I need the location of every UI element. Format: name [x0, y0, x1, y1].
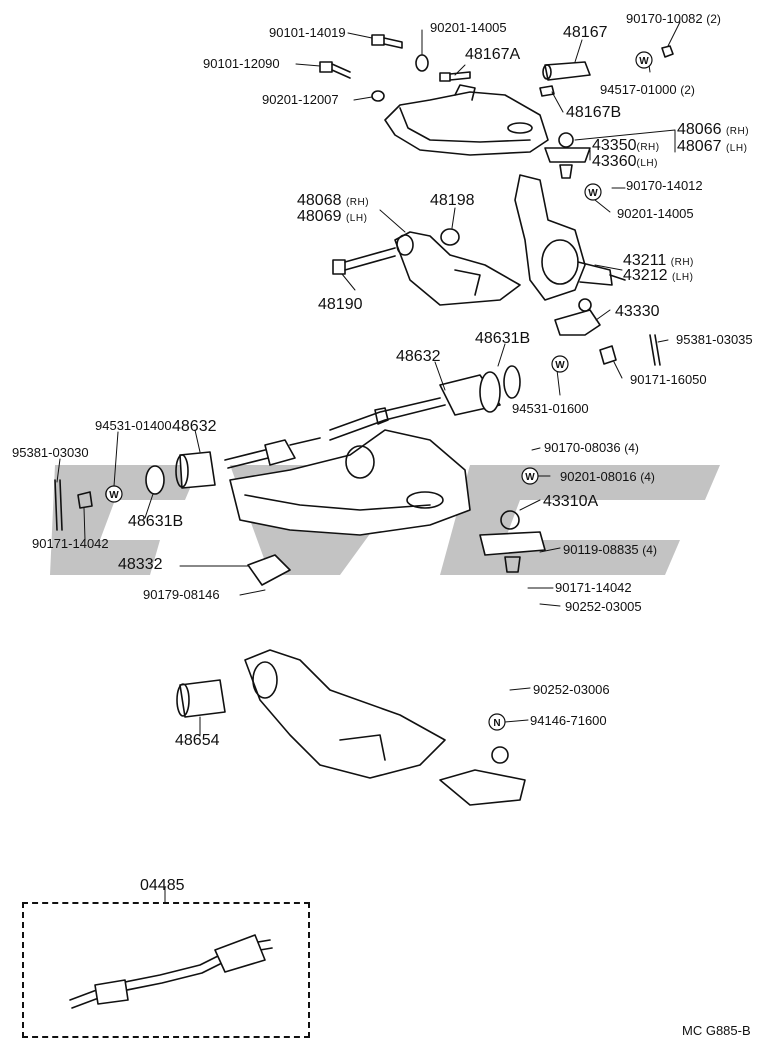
label-43360: 43360(LH) [592, 153, 658, 170]
washer-glyph: W [588, 188, 598, 199]
lower-ball-joint-43310A-shape [479, 510, 546, 573]
bolt-48167A-shape [439, 71, 471, 82]
lower-ball-joint-43330-shape [554, 298, 601, 336]
label-90252-03006: 90252-03006 [533, 682, 610, 697]
bushing-48654-shape [176, 679, 226, 718]
strut-bar-bracket-shape [394, 231, 521, 306]
label-90101-14019: 90101-14019 [269, 25, 346, 40]
washer-glyph: W [639, 56, 649, 67]
label-94531-01400: 94531-01400 [95, 418, 172, 433]
bushing-48631B-left-shape [145, 465, 165, 495]
nut-90170-10082-shape [661, 45, 674, 58]
cotter-pin-95381-03030-shape [54, 479, 63, 531]
washer-badge-90201-08016 [521, 467, 539, 485]
label-95381-03035: 95381-03035 [676, 332, 753, 347]
label-90171-16050: 90171-16050 [630, 372, 707, 387]
washer-90201-12007-shape [371, 90, 385, 102]
label-48198: 48198 [430, 192, 475, 209]
bolt-48190-shape [332, 247, 396, 275]
label-90171-14042-left: 90171-14042 [32, 536, 109, 551]
label-94146-71600: 94146-71600 [530, 713, 607, 728]
label-48654: 48654 [175, 732, 220, 749]
label-48167B: 48167B [566, 104, 622, 121]
strut-rod-shape [329, 365, 521, 441]
washer-badge-94517 [635, 51, 653, 69]
label-90170-10082: 90170-10082 (2) [626, 11, 721, 27]
label-43330: 43330 [615, 303, 660, 320]
label-90170-14012: 90170-14012 [626, 178, 703, 193]
label-48067: 48067 (LH) [677, 138, 748, 155]
label-48632-top: 48632 [396, 348, 441, 365]
cotter-pin-95381-03035-shape [649, 334, 661, 366]
label-48068: 48068 (RH) [297, 192, 370, 209]
label-90201-14005-mid: 90201-14005 [617, 206, 694, 221]
washer-badge-94531-01400 [105, 485, 123, 503]
washer-badge-94531-01600 [551, 355, 569, 373]
label-43212: 43212 (LH) [623, 267, 694, 284]
label-90201-12007: 90201-12007 [262, 92, 339, 107]
label-90170-08036: 90170-08036 (4) [544, 440, 639, 456]
upper-ball-joint-shape [544, 132, 591, 179]
bolt-90101-14019-shape [371, 34, 403, 49]
nut-90171-14042-left-shape [77, 491, 93, 509]
washer-badge-90201-mid [584, 183, 602, 201]
label-43310A: 43310A [543, 493, 599, 510]
bolt-90101-12090-shape [319, 61, 351, 79]
figure-code: MC G885-B [682, 1023, 751, 1038]
leader-lines [56, 21, 681, 903]
ball-joint-bottom-shape [439, 746, 526, 806]
bumper-48332-shape [247, 554, 291, 586]
pin-48167B-shape [539, 85, 555, 97]
label-48167: 48167 [563, 24, 608, 41]
upper-control-arm [384, 84, 549, 156]
nut-glyph: N [493, 718, 500, 729]
kit-04485-frame [22, 902, 310, 1038]
label-95381-03030: 95381-03030 [12, 445, 89, 460]
label-48632-left: 48632 [172, 418, 217, 435]
label-90101-12090: 90101-12090 [203, 56, 280, 71]
label-43211: 43211 (RH) [623, 252, 694, 269]
label-90201-14005-top: 90201-14005 [430, 20, 507, 35]
shaft-48167-shape [542, 61, 591, 81]
label-48631B-left: 48631B [128, 513, 184, 530]
label-48167A: 48167A [465, 46, 521, 63]
lower-control-arm-shape [229, 429, 471, 536]
label-94531-01600: 94531-01600 [512, 401, 589, 416]
nut-badge-94146 [488, 713, 506, 731]
washer-glyph: W [525, 472, 535, 483]
bushing-48632-left-shape [175, 451, 216, 489]
bushing-48198-shape [440, 228, 460, 246]
lower-arm-48654-assembly-shape [244, 649, 446, 779]
label-48631B-top: 48631B [475, 330, 531, 347]
label-48069: 48069 (LH) [297, 208, 368, 225]
label-48332: 48332 [118, 556, 163, 573]
badges [105, 51, 653, 731]
label-43350: 43350(RH) [592, 137, 660, 154]
kit-04485-shape [69, 934, 273, 1009]
label-90252-03005: 90252-03005 [565, 599, 642, 614]
label-90119-08835: 90119-08835 (4) [563, 542, 657, 558]
label-48190: 48190 [318, 296, 363, 313]
label-48066: 48066 (RH) [677, 121, 750, 138]
washer-90201-14005-top-shape [415, 54, 429, 72]
steering-knuckle-shape [514, 174, 626, 301]
nut-90171-16050-shape [599, 345, 617, 365]
washer-glyph: W [109, 490, 119, 501]
label-90201-08016: 90201-08016 (4) [560, 469, 655, 485]
washer-glyph: W [555, 360, 565, 371]
label-90171-14042-right: 90171-14042 [555, 580, 632, 595]
label-04485: 04485 [140, 877, 185, 894]
label-94517-01000: 94517-01000 (2) [600, 82, 695, 98]
label-90179-08146: 90179-08146 [143, 587, 220, 602]
strut-rod-end-shape [224, 437, 321, 469]
